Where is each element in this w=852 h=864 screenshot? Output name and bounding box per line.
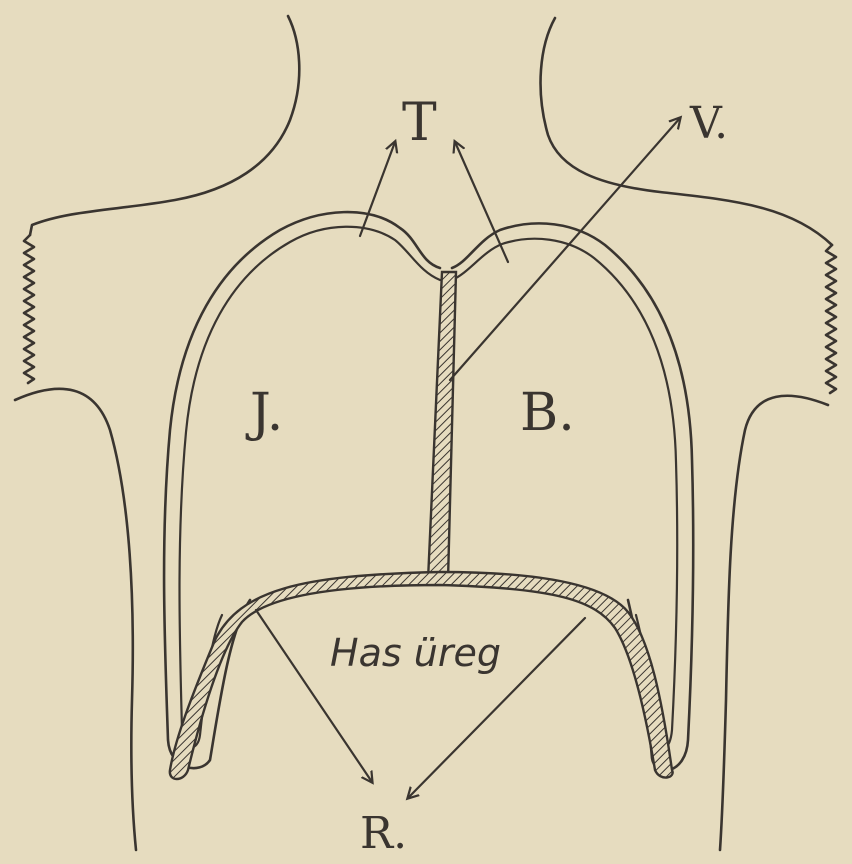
left-flank-line <box>15 389 136 850</box>
arrow-to-v <box>450 118 680 380</box>
pleural-sac <box>164 212 693 770</box>
label-bottom-r: R. <box>360 808 407 859</box>
label-abdominal-cavity: Has üreg <box>330 631 501 675</box>
mediastinum-septum <box>428 272 456 580</box>
right-neck-shoulder-line <box>541 18 832 245</box>
left-neck-shoulder-line <box>30 16 299 235</box>
right-flank-line <box>720 396 828 850</box>
arrows <box>256 118 680 798</box>
label-top-t: T <box>402 93 437 153</box>
left-shoulder-cut-edge <box>24 235 34 383</box>
label-left-cavity: J. <box>245 383 283 443</box>
label-right-cavity: B. <box>520 383 575 443</box>
label-right-v: V. <box>689 98 728 149</box>
diaphragm <box>170 572 673 779</box>
right-shoulder-cut-edge <box>826 245 836 393</box>
